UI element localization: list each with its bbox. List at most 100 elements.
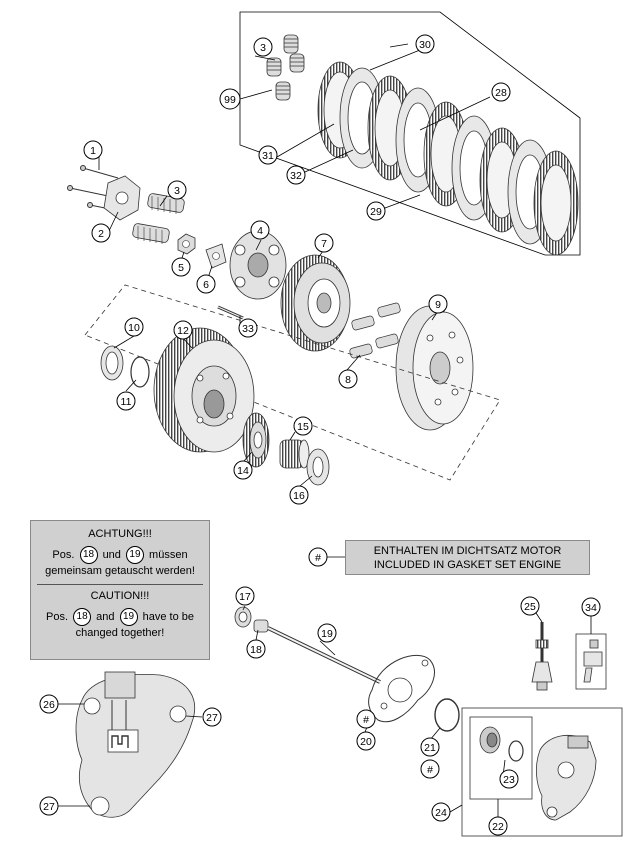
- shaft-seal: [234, 606, 252, 628]
- notice-de-title: ACHTUNG!!!: [88, 528, 152, 540]
- callout-12: 12: [173, 320, 193, 340]
- clutch-plates-stack: [317, 61, 579, 256]
- support-washer: [306, 448, 330, 486]
- clutch-basket: [153, 327, 255, 453]
- callout-16: 16: [289, 485, 309, 505]
- svg-text:11: 11: [121, 396, 132, 408]
- svg-text:32: 32: [290, 170, 302, 182]
- shaft-bushing: [253, 619, 269, 633]
- pressure-cap: [229, 230, 287, 300]
- callout-14: 14: [233, 460, 253, 480]
- callout-30: 30: [415, 34, 435, 54]
- pressure-pin: [217, 305, 244, 320]
- svg-text:25: 25: [524, 601, 536, 613]
- slave-cylinder-kit-outline: [461, 707, 623, 837]
- svg-text:29: 29: [370, 206, 382, 218]
- notice-de-line2: gemeinsam getauscht werden!: [45, 565, 195, 577]
- callout-hash-20: #: [356, 709, 376, 729]
- callout-27-top: 27: [202, 707, 222, 727]
- callout-20: 20: [356, 731, 376, 751]
- notice-en-ref-19: 19: [119, 608, 138, 626]
- callout-26: 26: [39, 694, 59, 714]
- svg-text:12: 12: [177, 325, 189, 337]
- svg-text:33: 33: [242, 323, 254, 335]
- notice-de-pos: Pos.: [52, 548, 75, 561]
- callout-17: 17: [235, 586, 255, 606]
- callout-10: 10: [124, 317, 144, 337]
- release-shaft: [267, 626, 381, 684]
- cover-gasket: [368, 655, 435, 723]
- piston-seal: [508, 740, 524, 762]
- svg-text:14: 14: [237, 465, 249, 477]
- svg-text:15: 15: [297, 421, 309, 433]
- svg-text:22: 22: [492, 821, 504, 833]
- drive-gear: [242, 412, 270, 468]
- slave-cylinder: [536, 734, 597, 821]
- svg-text:3: 3: [174, 185, 180, 197]
- svg-text:#: #: [315, 552, 321, 564]
- lock-washer: [205, 243, 227, 269]
- svg-text:#: #: [363, 714, 369, 726]
- callout-hash-legend: #: [308, 547, 328, 567]
- svg-text:24: 24: [435, 807, 447, 819]
- bleeder-parts: [583, 639, 603, 683]
- callout-32: 32: [286, 165, 306, 185]
- callout-22: 22: [488, 816, 508, 836]
- piston: [479, 726, 501, 754]
- caution-notice: ACHTUNG!!! Pos. 18 und 19 müssen gemeins…: [30, 520, 210, 660]
- callout-29: 29: [366, 201, 386, 221]
- svg-text:8: 8: [345, 374, 351, 386]
- callout-24: 24: [431, 802, 451, 822]
- nut: [177, 233, 196, 255]
- notice-de-ref-18: 18: [79, 546, 98, 564]
- thrust-washer: [100, 345, 124, 381]
- callout-31: 31: [258, 145, 278, 165]
- svg-text:21: 21: [424, 742, 436, 754]
- o-ring: [434, 698, 460, 732]
- callout-7: 7: [314, 233, 334, 253]
- svg-text:99: 99: [224, 94, 236, 106]
- svg-text:2: 2: [98, 228, 104, 240]
- notice-en-ref-18: 18: [73, 608, 92, 626]
- clutch-cover-plate: [103, 175, 141, 221]
- clutch-springs-kit: [266, 34, 305, 101]
- damper-springs: [349, 302, 401, 359]
- gasket-legend-en: INCLUDED IN GASKET SET ENGINE: [373, 559, 562, 571]
- svg-text:27: 27: [43, 801, 55, 813]
- notice-de-und: und: [102, 548, 121, 561]
- notice-en-and: and: [96, 610, 115, 623]
- callout-3-kit: 3: [253, 37, 273, 57]
- svg-text:16: 16: [293, 490, 305, 502]
- svg-text:10: 10: [128, 322, 140, 334]
- svg-text:17: 17: [239, 591, 251, 603]
- svg-text:26: 26: [43, 699, 55, 711]
- notice-en-title: CAUTION!!!: [90, 590, 150, 602]
- callout-hash-21: #: [420, 759, 440, 779]
- svg-text:27: 27: [206, 712, 218, 724]
- callout-4: 4: [250, 220, 270, 240]
- callout-11: 11: [116, 391, 136, 411]
- callout-2: 2: [91, 223, 111, 243]
- callout-21: 21: [420, 737, 440, 757]
- svg-text:30: 30: [419, 39, 431, 51]
- svg-text:3: 3: [260, 42, 266, 54]
- gasket-set-legend: ENTHALTEN IM DICHTSATZ MOTOR INCLUDED IN…: [345, 540, 590, 575]
- callout-8: 8: [338, 369, 358, 389]
- svg-text:23: 23: [503, 774, 515, 786]
- clutch-springs: [132, 193, 185, 244]
- needle-bearing: [279, 439, 310, 469]
- gasket-legend-de: ENTHALTEN IM DICHTSATZ MOTOR: [373, 545, 562, 557]
- inner-clutch-hub: [280, 254, 351, 352]
- clutch-cover-housing: [75, 671, 196, 818]
- callout-9: 9: [428, 294, 448, 314]
- callout-33: 33: [238, 318, 258, 338]
- svg-text:7: 7: [321, 238, 327, 250]
- callout-15: 15: [293, 416, 313, 436]
- notice-de-muessen: müssen: [149, 548, 188, 561]
- svg-text:#: #: [427, 764, 433, 776]
- callout-28: 28: [491, 82, 511, 102]
- svg-text:1: 1: [90, 145, 96, 157]
- svg-text:18: 18: [250, 644, 262, 656]
- notice-de-line1: Pos. 18 und 19 müssen: [31, 546, 209, 564]
